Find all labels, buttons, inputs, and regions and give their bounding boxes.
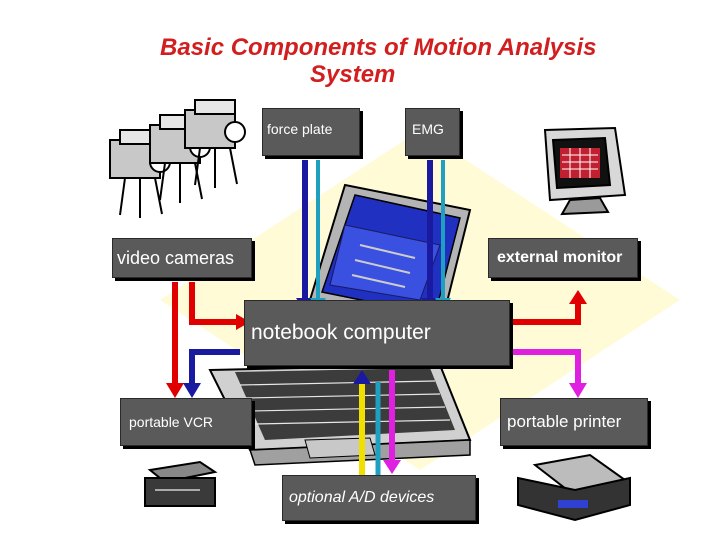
notebook-computer-box: notebook computer [244,300,510,366]
title-line-1: Basic Components of Motion Analysis [160,34,597,61]
computer-to-monitor-arrow [512,290,587,325]
video-cameras-label: video cameras [117,247,235,268]
portable-printer-label: portable printer [507,412,622,431]
video-camera-icon [109,99,246,218]
computer-to-printer-arrow [512,349,587,398]
emg-label: EMG [412,121,444,137]
emg-box: EMG [405,108,460,156]
video-cameras-box: video cameras [112,238,252,278]
camera-to-computer-arrow [189,282,250,330]
optional-ad-arrows [353,370,401,475]
notebook-computer-icon [208,183,472,466]
computer-monitor-icon [543,126,627,216]
optional-ad-box: optional A/D devices [282,475,476,521]
portable-vcr-label: portable VCR [129,414,214,430]
force-plate-label: force plate [267,121,333,137]
external-monitor-box: external monitor [488,238,638,278]
computer-to-vcr-arrow [183,349,240,398]
external-monitor-label: external monitor [497,249,623,266]
portable-printer-box: portable printer [500,398,648,446]
optional-ad-label: optional A/D devices [289,489,435,506]
printer-icon [517,453,631,522]
portable-vcr-box: portable VCR [120,398,252,446]
vcr-icon [144,460,218,507]
force-plate-box: force plate [262,108,360,156]
title-line-2: System [310,61,396,88]
notebook-computer-label: notebook computer [251,321,431,344]
camera-to-vcr-arrow [166,282,184,398]
